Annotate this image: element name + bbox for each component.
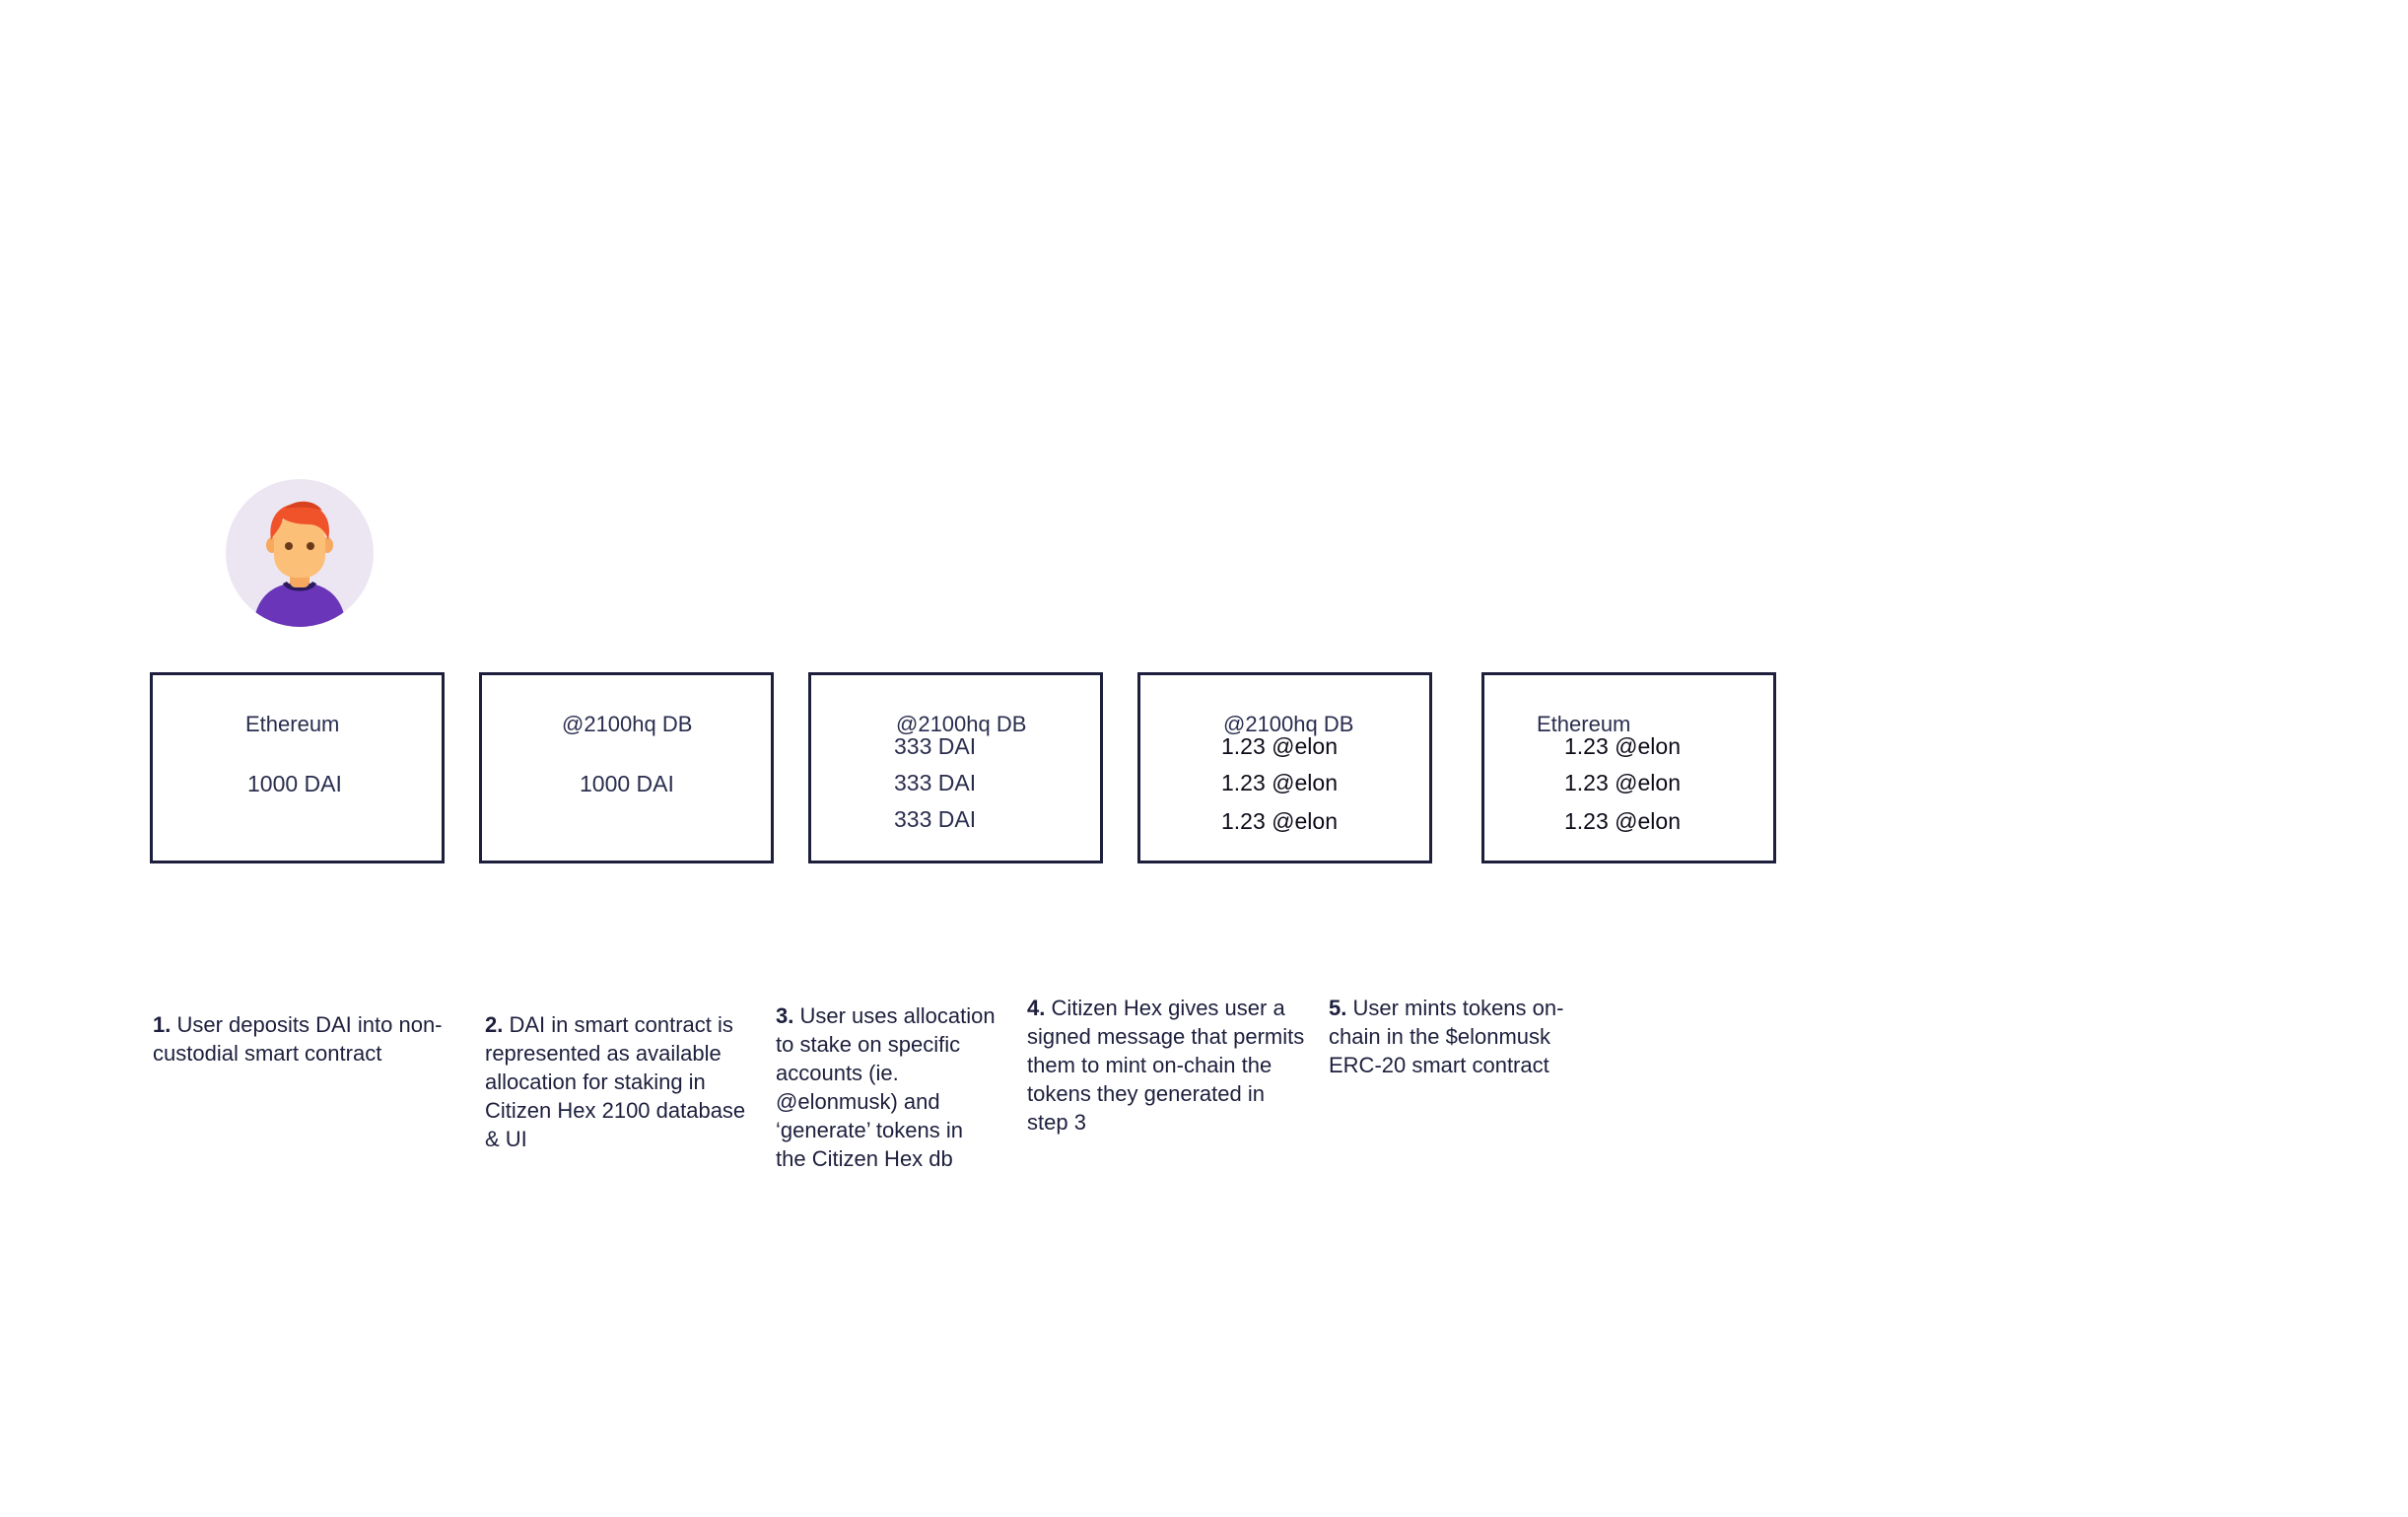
- box-title: Ethereum: [1537, 712, 1631, 736]
- step-text: User mints tokens on-chain in the $elonm…: [1329, 996, 1564, 1077]
- box-value: 1000 DAI: [247, 771, 342, 796]
- box-value: 333 DAI: [894, 770, 977, 795]
- step-text: Citizen Hex gives user a signed message …: [1027, 996, 1305, 1135]
- box-value: 1.23 @elon: [1564, 733, 1681, 759]
- step-text: DAI in smart contract is represented as …: [485, 1012, 746, 1151]
- step-number: 3.: [776, 1003, 794, 1028]
- box-value: 1.23 @elon: [1221, 770, 1338, 795]
- box-title: @2100hq DB: [896, 712, 1027, 736]
- step-caption-2: 2. DAI in smart contract is represented …: [485, 1010, 746, 1153]
- box-title: Ethereum: [245, 712, 340, 736]
- box-value: 333 DAI: [894, 733, 977, 759]
- step-caption-3: 3. User uses allocation to stake on spec…: [776, 1001, 998, 1173]
- step-number: 1.: [153, 1012, 172, 1037]
- step-caption-1: 1. User deposits DAI into non-custodial …: [153, 1010, 458, 1068]
- step-caption-5: 5. User mints tokens on-chain in the $el…: [1329, 994, 1565, 1079]
- user-avatar-icon: [226, 479, 374, 627]
- step-caption-4: 4. Citizen Hex gives user a signed messa…: [1027, 994, 1308, 1137]
- step-number: 5.: [1329, 996, 1347, 1020]
- box-value: 1.23 @elon: [1564, 770, 1681, 795]
- step-number: 4.: [1027, 996, 1046, 1020]
- box-value: 1000 DAI: [580, 771, 674, 796]
- step-text: User deposits DAI into non-custodial sma…: [153, 1012, 443, 1066]
- db-stake-box: @2100hq DB 333 DAI 333 DAI 333 DAI: [808, 672, 1103, 863]
- ethereum-mint-box: Ethereum 1.23 @elon 1.23 @elon 1.23 @elo…: [1481, 672, 1776, 863]
- db-allocation-box: @2100hq DB 1000 DAI: [479, 672, 774, 863]
- step-number: 2.: [485, 1012, 504, 1037]
- box-value: 1.23 @elon: [1564, 808, 1681, 834]
- box-value: 1.23 @elon: [1221, 808, 1338, 834]
- box-title: @2100hq DB: [1223, 712, 1354, 736]
- db-token-box: @2100hq DB 1.23 @elon 1.23 @elon 1.23 @e…: [1137, 672, 1432, 863]
- box-value: 333 DAI: [894, 806, 977, 832]
- ethereum-deposit-box: Ethereum 1000 DAI: [150, 672, 445, 863]
- box-value: 1.23 @elon: [1221, 733, 1338, 759]
- step-text: User uses allocation to stake on specifi…: [776, 1003, 996, 1171]
- box-title: @2100hq DB: [562, 712, 693, 736]
